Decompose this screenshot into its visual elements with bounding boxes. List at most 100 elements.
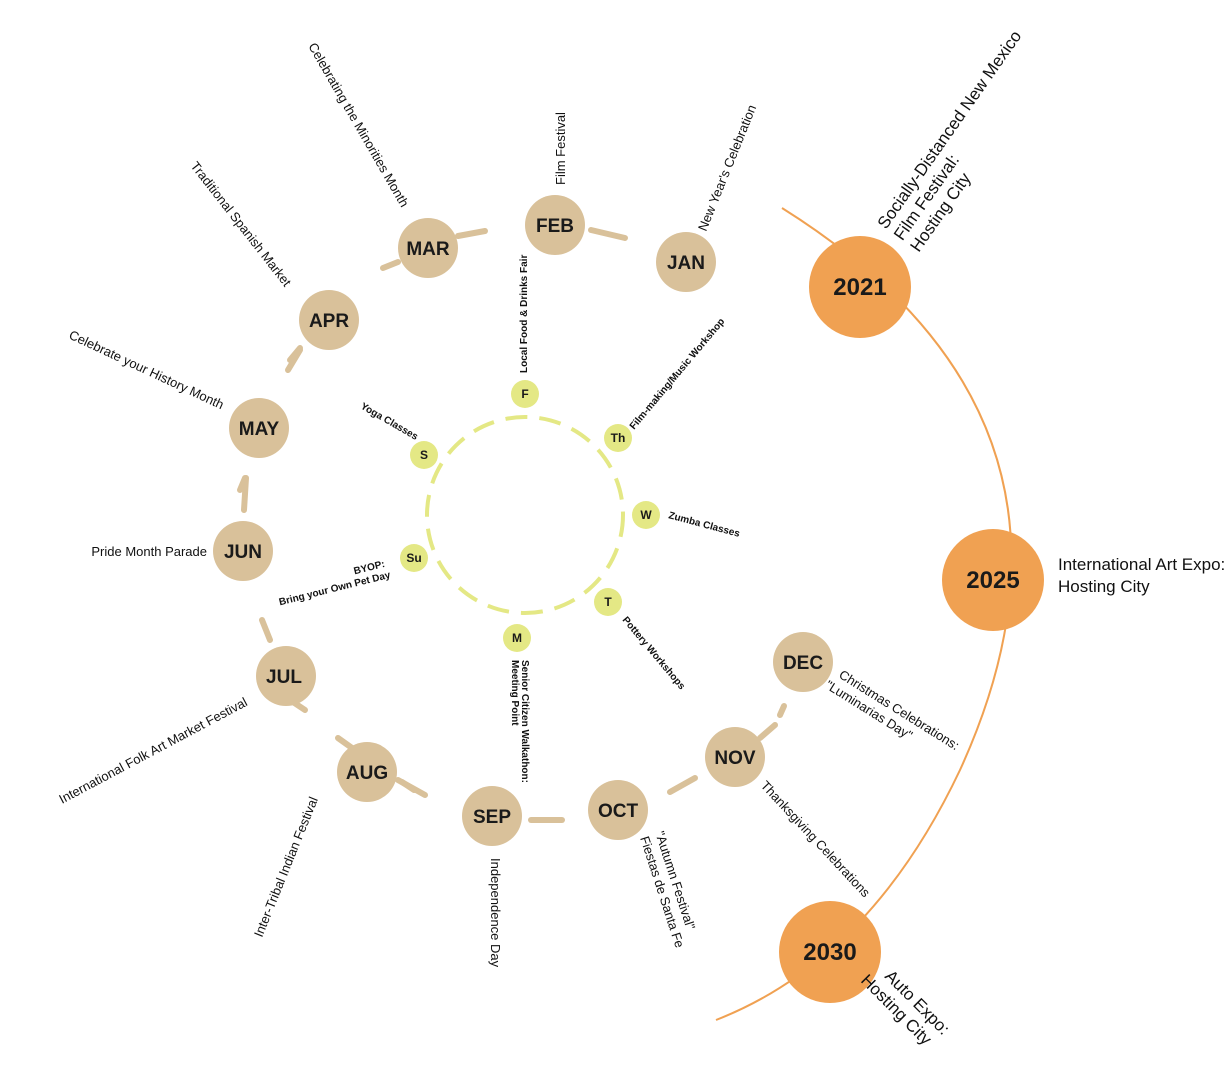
day-su[interactable]: Su BYOP: Bring your Own Pet Day: [275, 544, 428, 608]
year-2021-label: 2021: [833, 274, 886, 301]
month-dec-circle: [773, 632, 833, 692]
year-2021-event: Socially-Distanced New Mexico Film Festi…: [874, 23, 1061, 255]
day-f-circle: [511, 380, 539, 408]
month-oct-circle: [588, 780, 648, 840]
day-f-event: Local Food & Drinks Fair: [519, 255, 530, 373]
month-oct-event: Fiestas de Santa Fe "Autumn Festival": [637, 829, 704, 953]
connector-nov-dec: [757, 722, 778, 741]
year-bubbles: 2021 Socially-Distanced New Mexico Film …: [779, 23, 1230, 1056]
month-aug[interactable]: AUG Inter-Tribal Indian Festival: [251, 742, 397, 939]
month-feb[interactable]: FEB Film Festival: [525, 112, 585, 255]
month-jan-event: New Year's Celebration: [695, 103, 759, 234]
month-sep[interactable]: SEP Independence Day: [462, 786, 522, 968]
month-tails: [237, 345, 787, 793]
month-sep-event: Independence Day: [488, 858, 503, 968]
month-nov-circle: [705, 727, 765, 787]
connector-jun-jul: [259, 617, 273, 643]
day-su-event: BYOP: Bring your Own Pet Day: [275, 558, 392, 608]
month-may-label: MAY: [239, 419, 280, 440]
month-jun[interactable]: JUN Pride Month Parade: [91, 521, 273, 581]
month-jun-event: Pride Month Parade: [91, 544, 207, 559]
connector-oct-nov: [667, 775, 698, 795]
tail-aug: [399, 779, 417, 793]
day-f[interactable]: F Local Food & Drinks Fair: [511, 255, 539, 408]
day-su-label: Su: [406, 551, 421, 565]
day-th[interactable]: Th Film-making/Music Workshop: [604, 316, 727, 452]
day-m-label: M: [512, 631, 522, 645]
month-nov-event: Thanksgiving Celebrations: [758, 778, 874, 901]
year-2030-circle: [779, 901, 881, 1003]
day-t-label: T: [604, 595, 612, 609]
tail-may: [237, 475, 248, 493]
day-t-circle: [594, 588, 622, 616]
month-apr-event: Traditional Spanish Market: [188, 159, 295, 290]
month-feb-circle: [525, 195, 585, 255]
year-2025-circle: [942, 529, 1044, 631]
month-mar[interactable]: MAR Celebrating the Minorities Month: [305, 40, 458, 278]
month-oct-label: OCT: [598, 801, 639, 822]
month-jan-circle: [656, 232, 716, 292]
month-nov[interactable]: NOV Thanksgiving Celebrations: [705, 727, 874, 900]
day-w-event: Zumba Classes: [667, 510, 741, 540]
day-m-event: Senior Citizen Walkathon: Meeting Point: [509, 660, 530, 786]
year-2021[interactable]: 2021 Socially-Distanced New Mexico Film …: [809, 23, 1061, 338]
month-aug-label: AUG: [346, 763, 388, 784]
day-s-label: S: [420, 448, 428, 462]
connector-feb-mar: [455, 228, 488, 239]
day-th-event: Film-making/Music Workshop: [628, 316, 727, 431]
month-apr[interactable]: APR Traditional Spanish Market: [188, 159, 359, 350]
day-w-label: W: [640, 508, 652, 522]
month-jul-label: JUL: [266, 667, 302, 688]
connector-mar-apr: [380, 259, 401, 271]
day-t[interactable]: T Pottery Workshops: [594, 588, 687, 692]
month-nov-label: NOV: [714, 748, 756, 769]
month-bubbles: JAN New Year's Celebration FEB Film Fest…: [56, 40, 965, 968]
month-apr-circle: [299, 290, 359, 350]
month-jul[interactable]: JUL International Folk Art Market Festiv…: [56, 646, 316, 807]
year-2030[interactable]: 2030 Auto Expo: Hosting City: [779, 901, 957, 1056]
month-aug-circle: [337, 742, 397, 802]
month-apr-label: APR: [309, 311, 349, 332]
tail-dec: [777, 703, 787, 718]
year-2025-label: 2025: [966, 567, 1019, 594]
month-dec-event: Christmas Celebrations: "Luminarias Day": [823, 664, 965, 769]
month-may-circle: [229, 398, 289, 458]
month-aug-event: Inter-Tribal Indian Festival: [251, 795, 321, 940]
year-2030-label: 2030: [803, 939, 856, 966]
year-2021-circle: [809, 236, 911, 338]
month-dec-label: DEC: [783, 653, 823, 674]
connector-jul-aug-b: [335, 735, 355, 751]
month-may[interactable]: MAY Celebrate your History Month: [67, 327, 289, 458]
month-sep-circle: [462, 786, 522, 846]
month-mar-label: MAR: [406, 239, 450, 260]
month-may-event: Celebrate your History Month: [67, 327, 227, 412]
week-ring: [425, 415, 625, 615]
month-jun-circle: [213, 521, 273, 581]
year-2030-event: Auto Expo: Hosting City: [857, 956, 957, 1056]
month-mar-event: Celebrating the Minorities Month: [305, 40, 412, 210]
month-dec[interactable]: DEC Christmas Celebrations: "Luminarias …: [773, 632, 965, 769]
day-m-circle: [503, 624, 531, 652]
month-jan-label: JAN: [667, 253, 705, 274]
connector-jan-feb: [588, 227, 628, 241]
day-w[interactable]: W Zumba Classes: [632, 501, 741, 540]
month-feb-label: FEB: [536, 216, 574, 237]
tail-apr: [287, 345, 303, 363]
month-oct[interactable]: OCT Fiestas de Santa Fe "Autumn Festival…: [588, 780, 704, 953]
month-jul-event: International Folk Art Market Festival: [56, 694, 249, 806]
day-s[interactable]: S Yoga Classes: [359, 401, 439, 469]
month-jun-label: JUN: [224, 542, 262, 563]
day-m[interactable]: M Senior Citizen Walkathon: Meeting Poin…: [503, 624, 531, 786]
day-t-event: Pottery Workshops: [620, 615, 688, 692]
year-2025[interactable]: 2025 International Art Expo: Hosting Cit…: [942, 529, 1230, 631]
year-2025-event: International Art Expo: Hosting City: [1058, 555, 1230, 596]
day-su-circle: [400, 544, 428, 572]
day-th-label: Th: [611, 431, 626, 445]
day-w-circle: [632, 501, 660, 529]
day-s-event: Yoga Classes: [359, 401, 421, 443]
day-s-circle: [410, 441, 438, 469]
month-jan[interactable]: JAN New Year's Celebration: [656, 103, 759, 292]
day-f-label: F: [521, 387, 528, 401]
month-sep-label: SEP: [473, 807, 511, 828]
